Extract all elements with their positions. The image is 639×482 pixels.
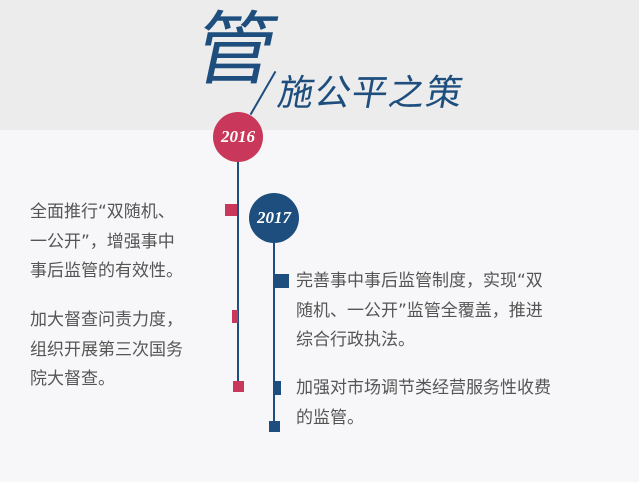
year-2017-badge: 2017 <box>249 193 299 243</box>
timeline-2016-line <box>237 140 239 390</box>
title-sub: 施公平之策 <box>274 73 467 114</box>
marker-2017-1 <box>274 274 289 288</box>
item-2017-2: 加强对市场调节类经营服务性收费 的监管。 <box>296 378 551 428</box>
item-2016-1: 全面推行“双随机、 一公开”，增强事中 事后监管的有效性。 <box>30 202 183 281</box>
year-2016-badge: 2016 <box>213 112 263 162</box>
marker-2016-1 <box>225 204 237 216</box>
item-2017-1: 完善事中事后监管制度，实现“双 随机、一公开”监管全覆盖，推进 综合行政执法。 <box>296 271 543 350</box>
timeline-2017-line <box>273 220 275 428</box>
item-2016-2: 加大督查问责力度， 组织开展第三次国务 院大督查。 <box>30 310 183 389</box>
marker-2017-3 <box>269 421 280 432</box>
header-band <box>0 0 639 130</box>
marker-2016-2 <box>232 310 238 323</box>
marker-2017-2 <box>274 381 281 395</box>
marker-2016-3 <box>233 381 244 392</box>
